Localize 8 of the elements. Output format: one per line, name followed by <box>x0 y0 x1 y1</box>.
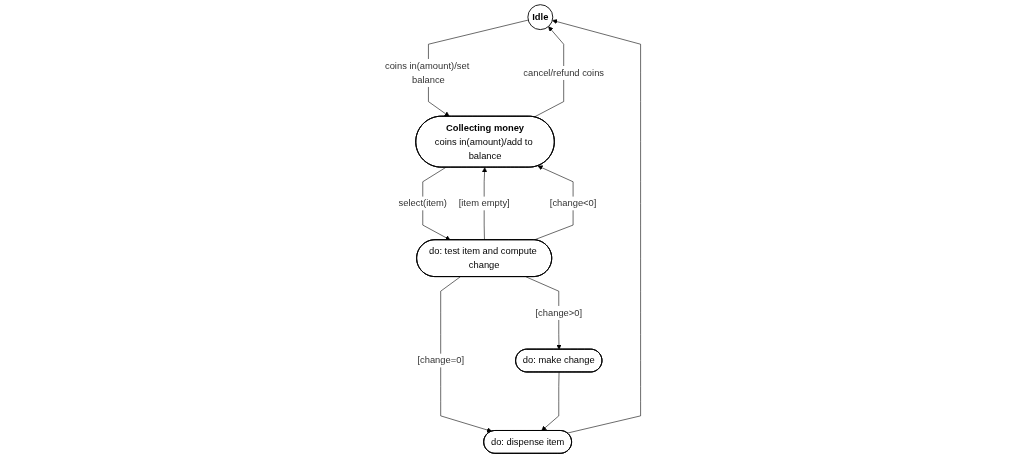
edge-label: [item empty] <box>458 198 510 209</box>
edge-label: [change>0] <box>535 307 583 318</box>
edge-label: [change=0] <box>417 355 465 366</box>
edge-label: select(item) <box>398 198 448 209</box>
node-circle: Idle <box>527 4 554 31</box>
edge-label: [change<0] <box>550 198 597 209</box>
edge-label: coins in(amount)/set balance <box>385 60 470 85</box>
edge-label: cancel/refund coins <box>523 67 605 78</box>
